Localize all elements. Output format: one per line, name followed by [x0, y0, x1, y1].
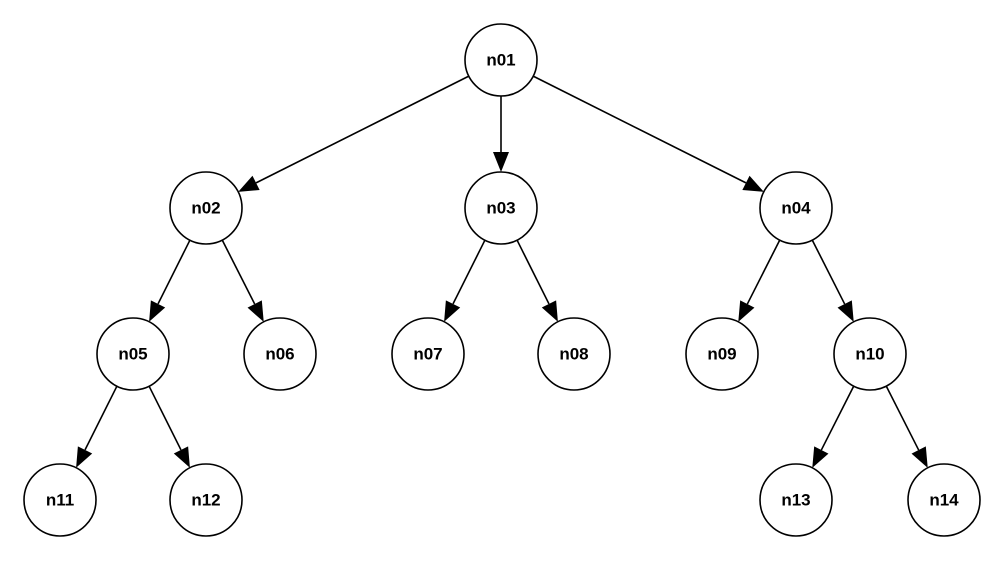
edge-line: [255, 75, 470, 184]
node-n11: n11: [23, 463, 97, 537]
arrowhead-icon: [493, 152, 509, 172]
node-circle: [759, 171, 833, 245]
arrowhead-icon: [541, 300, 558, 322]
node-label: n02: [191, 199, 220, 218]
node-n12: n12: [169, 463, 243, 537]
arrowhead-icon: [173, 446, 190, 468]
edge-n05-n11: [76, 385, 118, 468]
node-label: n06: [265, 345, 294, 364]
edge-line: [811, 239, 846, 305]
node-n13: n13: [759, 463, 833, 537]
edge-line: [221, 239, 256, 305]
edge-n03-n07: [444, 239, 486, 322]
node-label: n09: [707, 345, 736, 364]
node-label: n05: [118, 345, 147, 364]
node-n10: n10: [833, 317, 907, 391]
arrowhead-icon: [911, 446, 928, 468]
edge-line: [746, 239, 781, 305]
node-circle: [243, 317, 317, 391]
edge-line: [516, 239, 550, 305]
edge-line: [452, 239, 486, 305]
node-n08: n08: [537, 317, 611, 391]
node-circle: [169, 171, 243, 245]
arrowhead-icon: [247, 300, 264, 322]
node-label: n04: [781, 199, 811, 218]
edge-line: [532, 75, 747, 184]
node-n14: n14: [907, 463, 981, 537]
node-circle: [464, 171, 538, 245]
node-label: n11: [46, 491, 74, 510]
node-label: n12: [191, 491, 220, 510]
edge-n10-n13: [812, 385, 855, 468]
edge-n03-n08: [516, 239, 558, 322]
node-n01: n01: [464, 23, 538, 97]
edge-n04-n10: [811, 239, 854, 322]
edge-line: [84, 385, 118, 451]
edge-n01-n02: [238, 75, 470, 192]
node-circle: [391, 317, 465, 391]
edge-n10-n14: [885, 385, 928, 468]
edge-line: [148, 385, 182, 451]
node-label: n07: [413, 345, 442, 364]
edge-line: [820, 385, 855, 451]
arrowhead-icon: [76, 446, 93, 468]
arrowhead-icon: [444, 300, 461, 322]
arrowhead-icon: [742, 175, 764, 192]
node-circle: [907, 463, 981, 537]
edge-line: [157, 239, 191, 305]
node-n09: n09: [685, 317, 759, 391]
arrowhead-icon: [738, 300, 755, 322]
nodes-layer: n01 n02 n03 n04 n05 n06 n07 n08 n09 n10 n11 n12 n13 n…: [23, 23, 981, 537]
edge-n05-n12: [148, 385, 190, 468]
node-circle: [23, 463, 97, 537]
node-label: n03: [486, 199, 515, 218]
edge-line: [885, 385, 920, 451]
node-label: n14: [929, 491, 959, 510]
edge-n02-n05: [149, 239, 191, 322]
node-label: n08: [559, 345, 588, 364]
node-label: n13: [781, 491, 810, 510]
node-circle: [464, 23, 538, 97]
node-n06: n06: [243, 317, 317, 391]
edges-layer: [76, 75, 928, 468]
node-circle: [96, 317, 170, 391]
edge-n01-n03: [493, 96, 509, 172]
arrowhead-icon: [812, 446, 829, 468]
node-circle: [759, 463, 833, 537]
edge-n01-n04: [532, 75, 764, 192]
edge-n04-n09: [738, 239, 781, 322]
node-label: n10: [855, 345, 884, 364]
node-n05: n05: [96, 317, 170, 391]
node-circle: [833, 317, 907, 391]
arrowhead-icon: [238, 175, 260, 192]
node-n04: n04: [759, 171, 833, 245]
node-n02: n02: [169, 171, 243, 245]
edge-n02-n06: [221, 239, 264, 322]
arrowhead-icon: [837, 300, 854, 322]
node-n07: n07: [391, 317, 465, 391]
arrowhead-icon: [149, 300, 166, 322]
node-n03: n03: [464, 171, 538, 245]
node-circle: [537, 317, 611, 391]
node-label: n01: [486, 51, 515, 70]
node-circle: [169, 463, 243, 537]
node-circle: [685, 317, 759, 391]
